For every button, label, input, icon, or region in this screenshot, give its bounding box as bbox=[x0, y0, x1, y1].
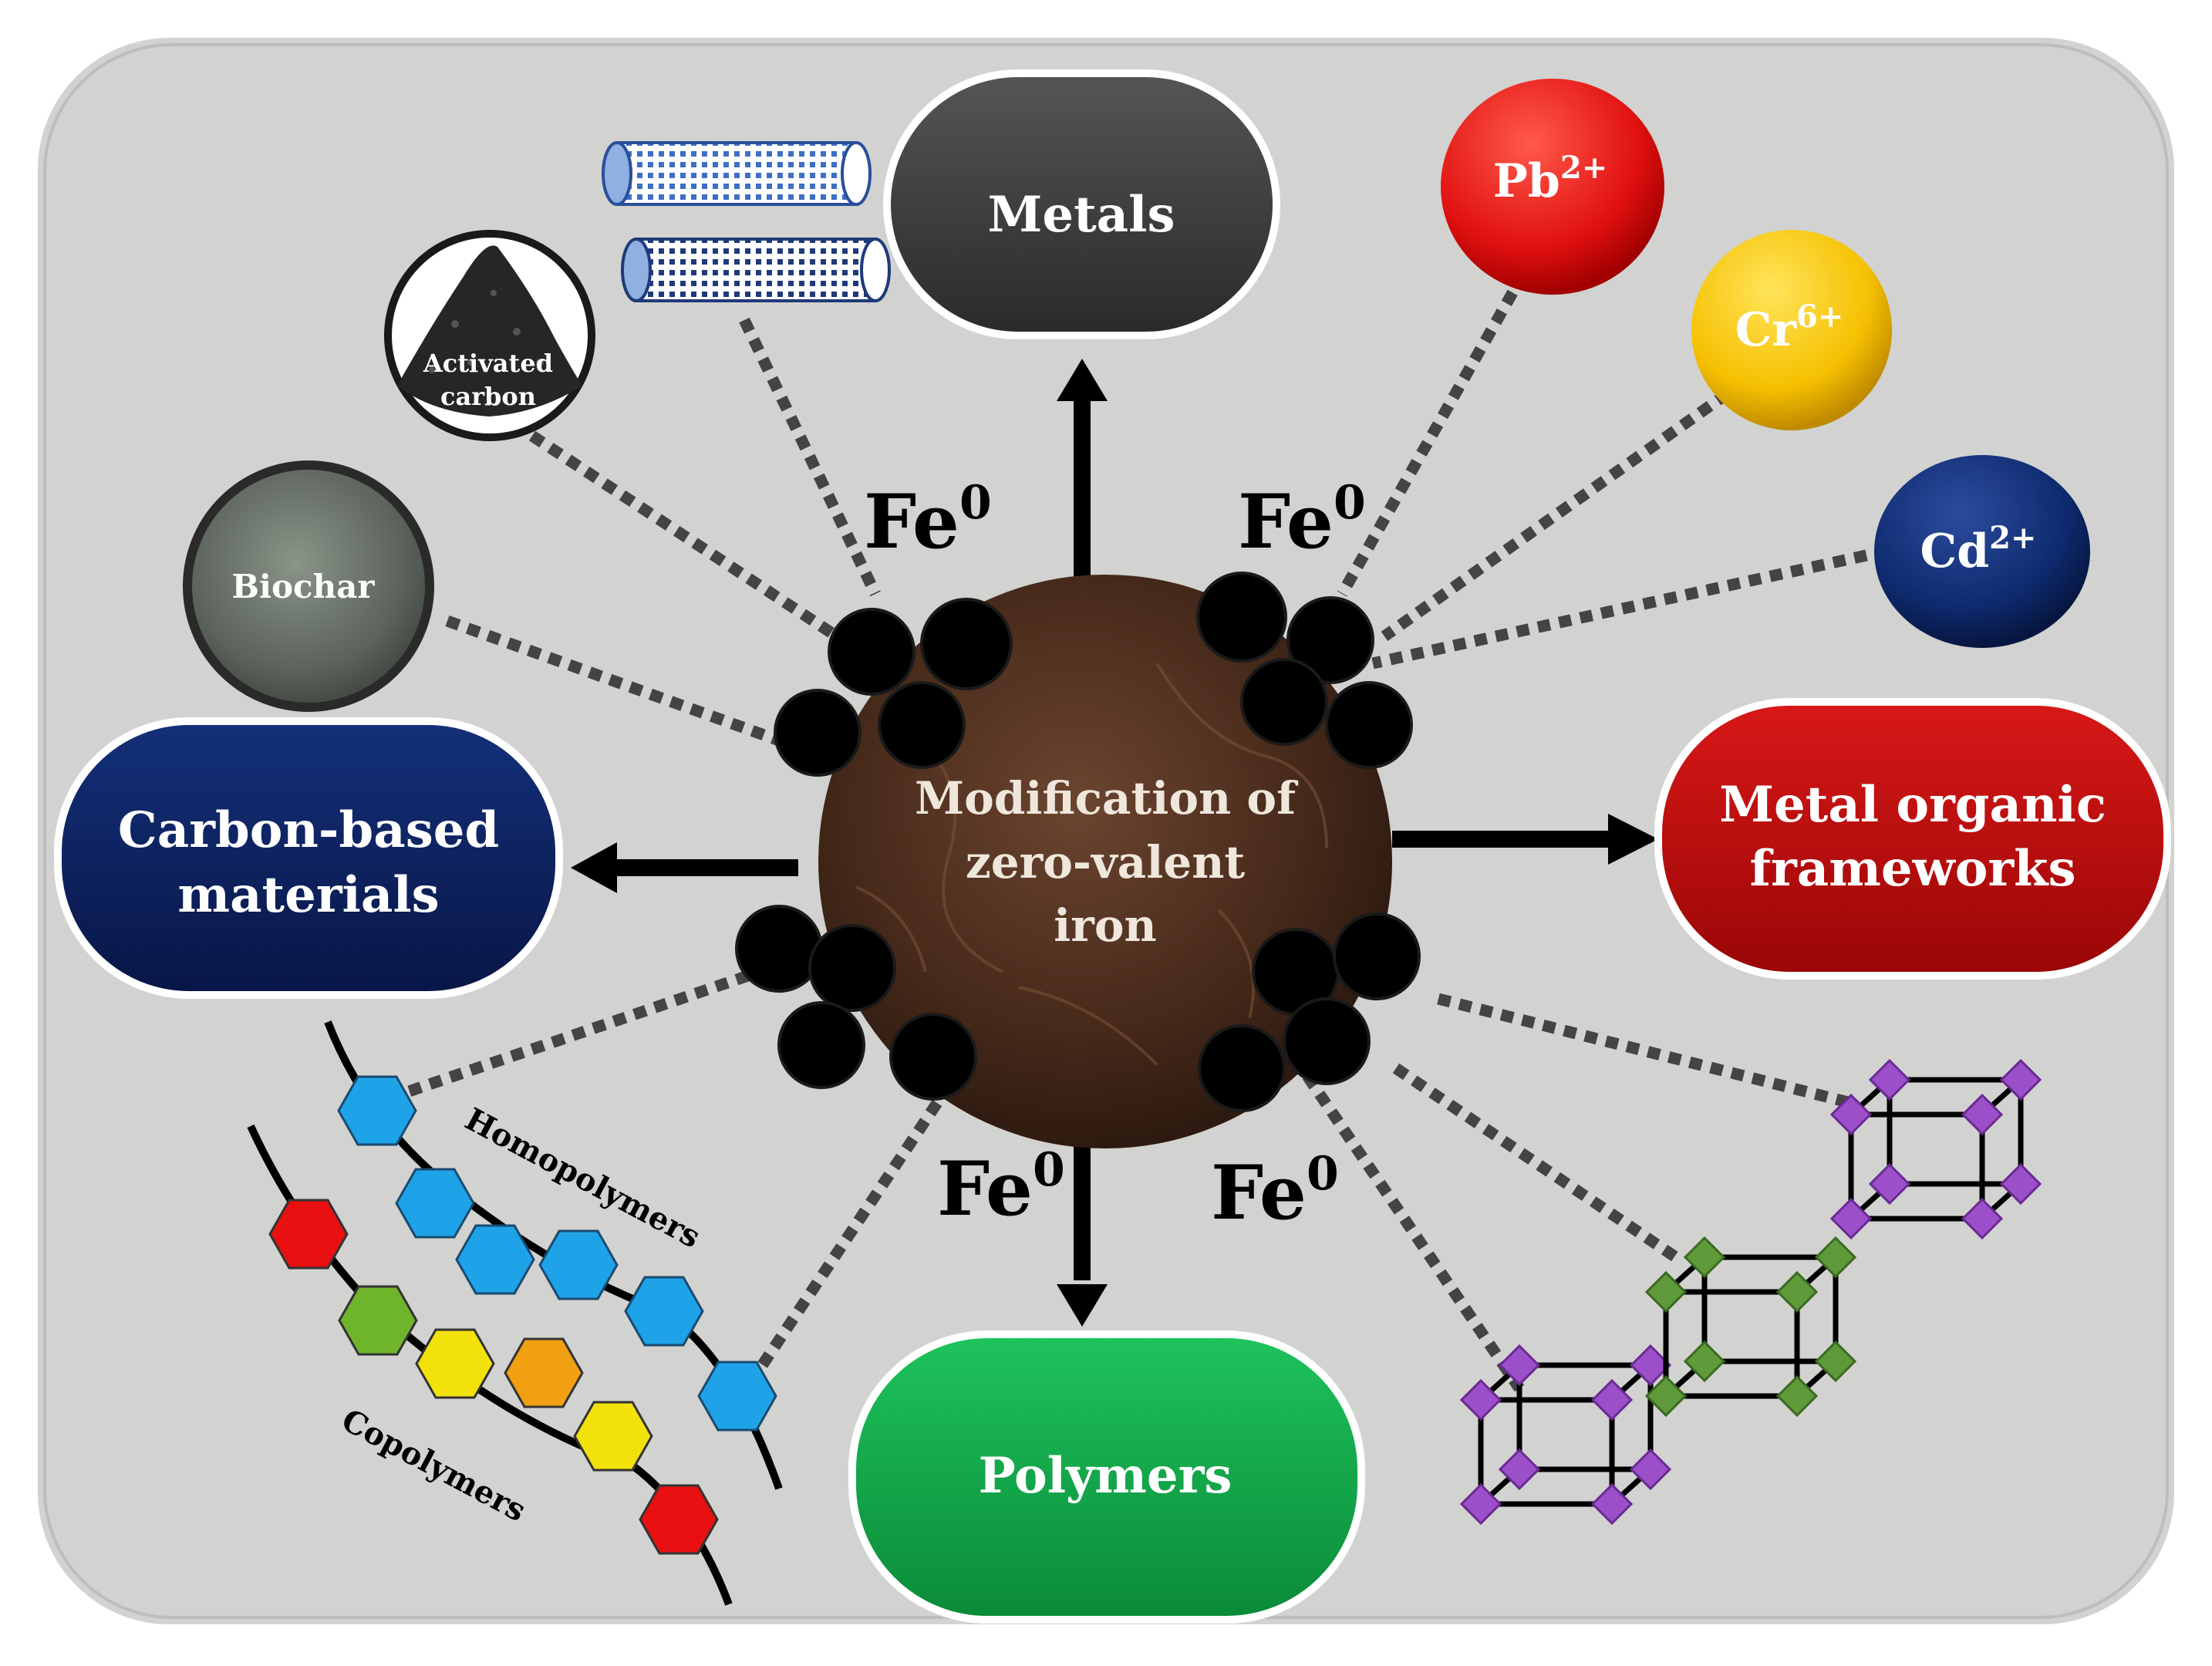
fe-particle bbox=[735, 905, 823, 993]
monomer-yellow bbox=[573, 1401, 653, 1472]
mof-lattice-3 bbox=[1829, 1058, 2042, 1240]
connector-cr bbox=[1381, 388, 1731, 642]
activated-carbon-label-line1: Activated bbox=[423, 349, 553, 378]
fe-particle bbox=[777, 1001, 865, 1089]
monomer-blue bbox=[624, 1276, 704, 1347]
carbon-nanotube-2 bbox=[621, 238, 891, 302]
cd-ion-label: Cd2+ bbox=[1920, 520, 2036, 578]
mof-box bbox=[1654, 698, 2171, 980]
fe0-label-top-right: Fe0 bbox=[1238, 476, 1366, 565]
fe-particle bbox=[889, 1013, 977, 1101]
center-label-line1: Modification of bbox=[915, 772, 1299, 825]
dotted-connectors bbox=[406, 271, 1868, 1392]
fe0-label-bottom-right: Fe0 bbox=[1211, 1147, 1339, 1236]
fe-particle bbox=[1283, 997, 1371, 1085]
cr-base: Cr bbox=[1735, 303, 1798, 357]
cr-sup: 6+ bbox=[1796, 298, 1843, 335]
fe0-sup: 0 bbox=[1307, 1147, 1339, 1201]
fe-particles bbox=[735, 572, 1421, 1112]
cd-base: Cd bbox=[1920, 524, 1989, 578]
fe-particle bbox=[878, 681, 966, 769]
fe0-base: Fe bbox=[1211, 1149, 1307, 1236]
biochar-label: Biochar bbox=[232, 568, 376, 605]
fe0-sup: 0 bbox=[1033, 1143, 1065, 1197]
connector-cd bbox=[1371, 549, 1868, 669]
carbon-box bbox=[54, 717, 563, 999]
fe-particle bbox=[920, 598, 1013, 690]
fe-particle bbox=[808, 924, 896, 1012]
center-label-line2: zero-valent bbox=[966, 836, 1246, 889]
core-texture bbox=[855, 662, 1328, 1066]
fe0-sup: 0 bbox=[1334, 476, 1366, 530]
carbon-nanotube-1 bbox=[602, 141, 872, 206]
fe0-base: Fe bbox=[937, 1145, 1033, 1233]
monomer-green bbox=[338, 1285, 418, 1356]
connector-pb bbox=[1337, 271, 1529, 597]
fe0-base: Fe bbox=[1238, 478, 1334, 565]
connector-nanotubes bbox=[739, 317, 881, 597]
fe-particle bbox=[1333, 912, 1421, 1000]
homopolymer-units bbox=[337, 1075, 777, 1432]
carbon-label-line1: Carbon-based bbox=[118, 801, 499, 859]
activated-carbon-pile bbox=[397, 245, 582, 416]
monomer-blue bbox=[337, 1075, 417, 1146]
polymers-box bbox=[848, 1330, 1365, 1624]
metals-box bbox=[883, 69, 1280, 339]
connector-biochar bbox=[445, 615, 781, 747]
monomer-blue bbox=[697, 1361, 777, 1432]
arrow-head-metals bbox=[1057, 359, 1108, 401]
monomer-yellow bbox=[415, 1328, 495, 1399]
arrow-head-polymers bbox=[1057, 1284, 1108, 1327]
cr-ion-circle bbox=[1691, 230, 1892, 430]
mof-label-line2: frameworks bbox=[1749, 840, 2075, 898]
fe-particle bbox=[1240, 658, 1328, 746]
arrow-head-mof bbox=[1608, 814, 1658, 865]
fe-particle bbox=[774, 689, 862, 777]
connector-mof-2 bbox=[1392, 1063, 1685, 1266]
cd-ion-circle bbox=[1874, 455, 2090, 648]
arrow-head-carbon bbox=[571, 842, 617, 893]
fe0-label-bottom-left: Fe0 bbox=[937, 1143, 1065, 1233]
mof-lattice-1 bbox=[1459, 1344, 1672, 1526]
connector-mof-1 bbox=[1302, 1072, 1525, 1392]
fe0-sup: 0 bbox=[959, 476, 992, 530]
monomer-red bbox=[639, 1484, 719, 1555]
metals-label: Metals bbox=[988, 186, 1175, 244]
fe-particle bbox=[1286, 596, 1374, 684]
monomer-red bbox=[268, 1199, 349, 1270]
polymers-label: Polymers bbox=[979, 1447, 1232, 1505]
arrows bbox=[571, 359, 1658, 1327]
fe0-base: Fe bbox=[864, 478, 959, 565]
mof-lattice-2 bbox=[1644, 1236, 1857, 1418]
monomer-blue bbox=[455, 1224, 535, 1295]
pb-base: Pb bbox=[1493, 154, 1560, 208]
cr-ion-label: Cr6+ bbox=[1735, 298, 1844, 357]
fe-particle bbox=[1325, 681, 1413, 769]
cd-sup: 2+ bbox=[1989, 520, 2036, 556]
copolymer-units bbox=[268, 1199, 719, 1555]
pb-sup: 2+ bbox=[1560, 150, 1607, 186]
fe-particle bbox=[1196, 572, 1287, 663]
connector-mof-3 bbox=[1437, 993, 1853, 1109]
pb-ion-label: Pb2+ bbox=[1493, 150, 1607, 208]
monomer-blue bbox=[395, 1168, 475, 1239]
fe-particle bbox=[1198, 1024, 1286, 1112]
monomer-blue bbox=[538, 1229, 619, 1300]
mof-label-line1: Metal organic bbox=[1719, 776, 2106, 834]
center-label-line3: iron bbox=[1054, 899, 1156, 952]
carbon-label-line2: materials bbox=[177, 866, 439, 924]
fe0-label-top-left: Fe0 bbox=[864, 476, 992, 565]
monomer-orange bbox=[504, 1337, 584, 1408]
activated-carbon-grains bbox=[429, 290, 544, 373]
biochar-circle bbox=[183, 460, 434, 712]
pb-ion-circle bbox=[1441, 79, 1664, 295]
fe-particle bbox=[828, 608, 915, 696]
activated-carbon-label-line2: carbon bbox=[440, 382, 536, 411]
connector-homopolymer bbox=[406, 970, 750, 1098]
